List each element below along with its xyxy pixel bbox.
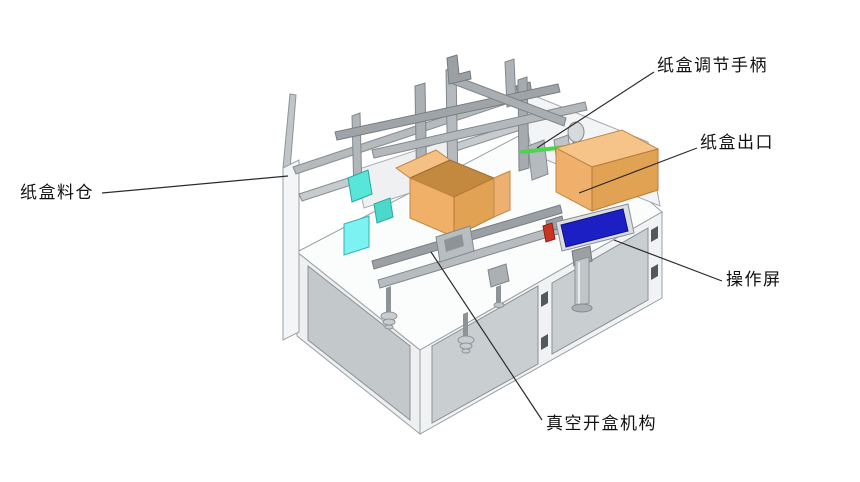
handwheel bbox=[567, 121, 585, 143]
suction-cup bbox=[384, 324, 394, 330]
teal-guide-block bbox=[347, 169, 373, 203]
magazine-guide-blocks bbox=[343, 169, 394, 256]
outlet-carton-face-right bbox=[591, 148, 659, 212]
clamp-block bbox=[527, 139, 549, 181]
label-vacuum-box-opener: 真空开盒机构 bbox=[546, 414, 657, 433]
red-sensor-block bbox=[542, 222, 556, 243]
hinge-icon bbox=[541, 291, 548, 307]
center-carton bbox=[395, 149, 511, 238]
hinge-icon bbox=[541, 334, 548, 350]
screen-support-post bbox=[574, 256, 590, 308]
post-base-foot bbox=[571, 303, 593, 313]
leader-line-carton-magazine bbox=[101, 175, 289, 194]
magazine-end-plate bbox=[282, 159, 300, 341]
label-carton-magazine: 纸盒料仓 bbox=[20, 183, 94, 202]
frame-mid-bar bbox=[371, 101, 588, 159]
operation-screen-assembly bbox=[542, 203, 635, 313]
hinge-icon bbox=[651, 226, 658, 242]
teal-guide-block-small bbox=[373, 197, 394, 224]
label-carton-outlet: 纸盒出口 bbox=[700, 133, 774, 152]
vacuum-bracket bbox=[487, 263, 510, 288]
magazine-upright-post bbox=[282, 93, 297, 170]
suction-cup bbox=[459, 342, 473, 350]
leader-line-operation-screen bbox=[613, 239, 723, 282]
cyan-guide-plate bbox=[343, 215, 370, 256]
suction-cup bbox=[382, 318, 396, 326]
label-operation-screen: 操作屏 bbox=[726, 270, 782, 289]
leader-lines bbox=[101, 71, 723, 421]
hinge-icon bbox=[651, 264, 658, 280]
vacuum-opener-assembly bbox=[371, 204, 569, 354]
suction-cup-stem bbox=[463, 312, 468, 338]
vacuum-slider-detail bbox=[444, 234, 464, 252]
operation-screen-display bbox=[560, 208, 629, 248]
leader-line-carton-outlet bbox=[578, 147, 698, 194]
cabinet-right-panel-2 bbox=[551, 227, 649, 355]
cabinet-left-panel bbox=[307, 264, 411, 422]
carton-flap-right bbox=[493, 170, 511, 218]
suction-cup bbox=[493, 302, 505, 308]
leader-line-vacuum-opener bbox=[430, 251, 543, 421]
vacuum-bracket-stem bbox=[496, 285, 501, 304]
frame-angle-bracket bbox=[446, 54, 472, 85]
label-carton-adjust-handle: 纸盒调节手柄 bbox=[657, 56, 768, 75]
leader-line-adjust-handle bbox=[536, 71, 655, 149]
suction-cup bbox=[461, 348, 471, 354]
outlet-carton bbox=[554, 129, 660, 212]
suction-cup-stem bbox=[386, 286, 391, 314]
